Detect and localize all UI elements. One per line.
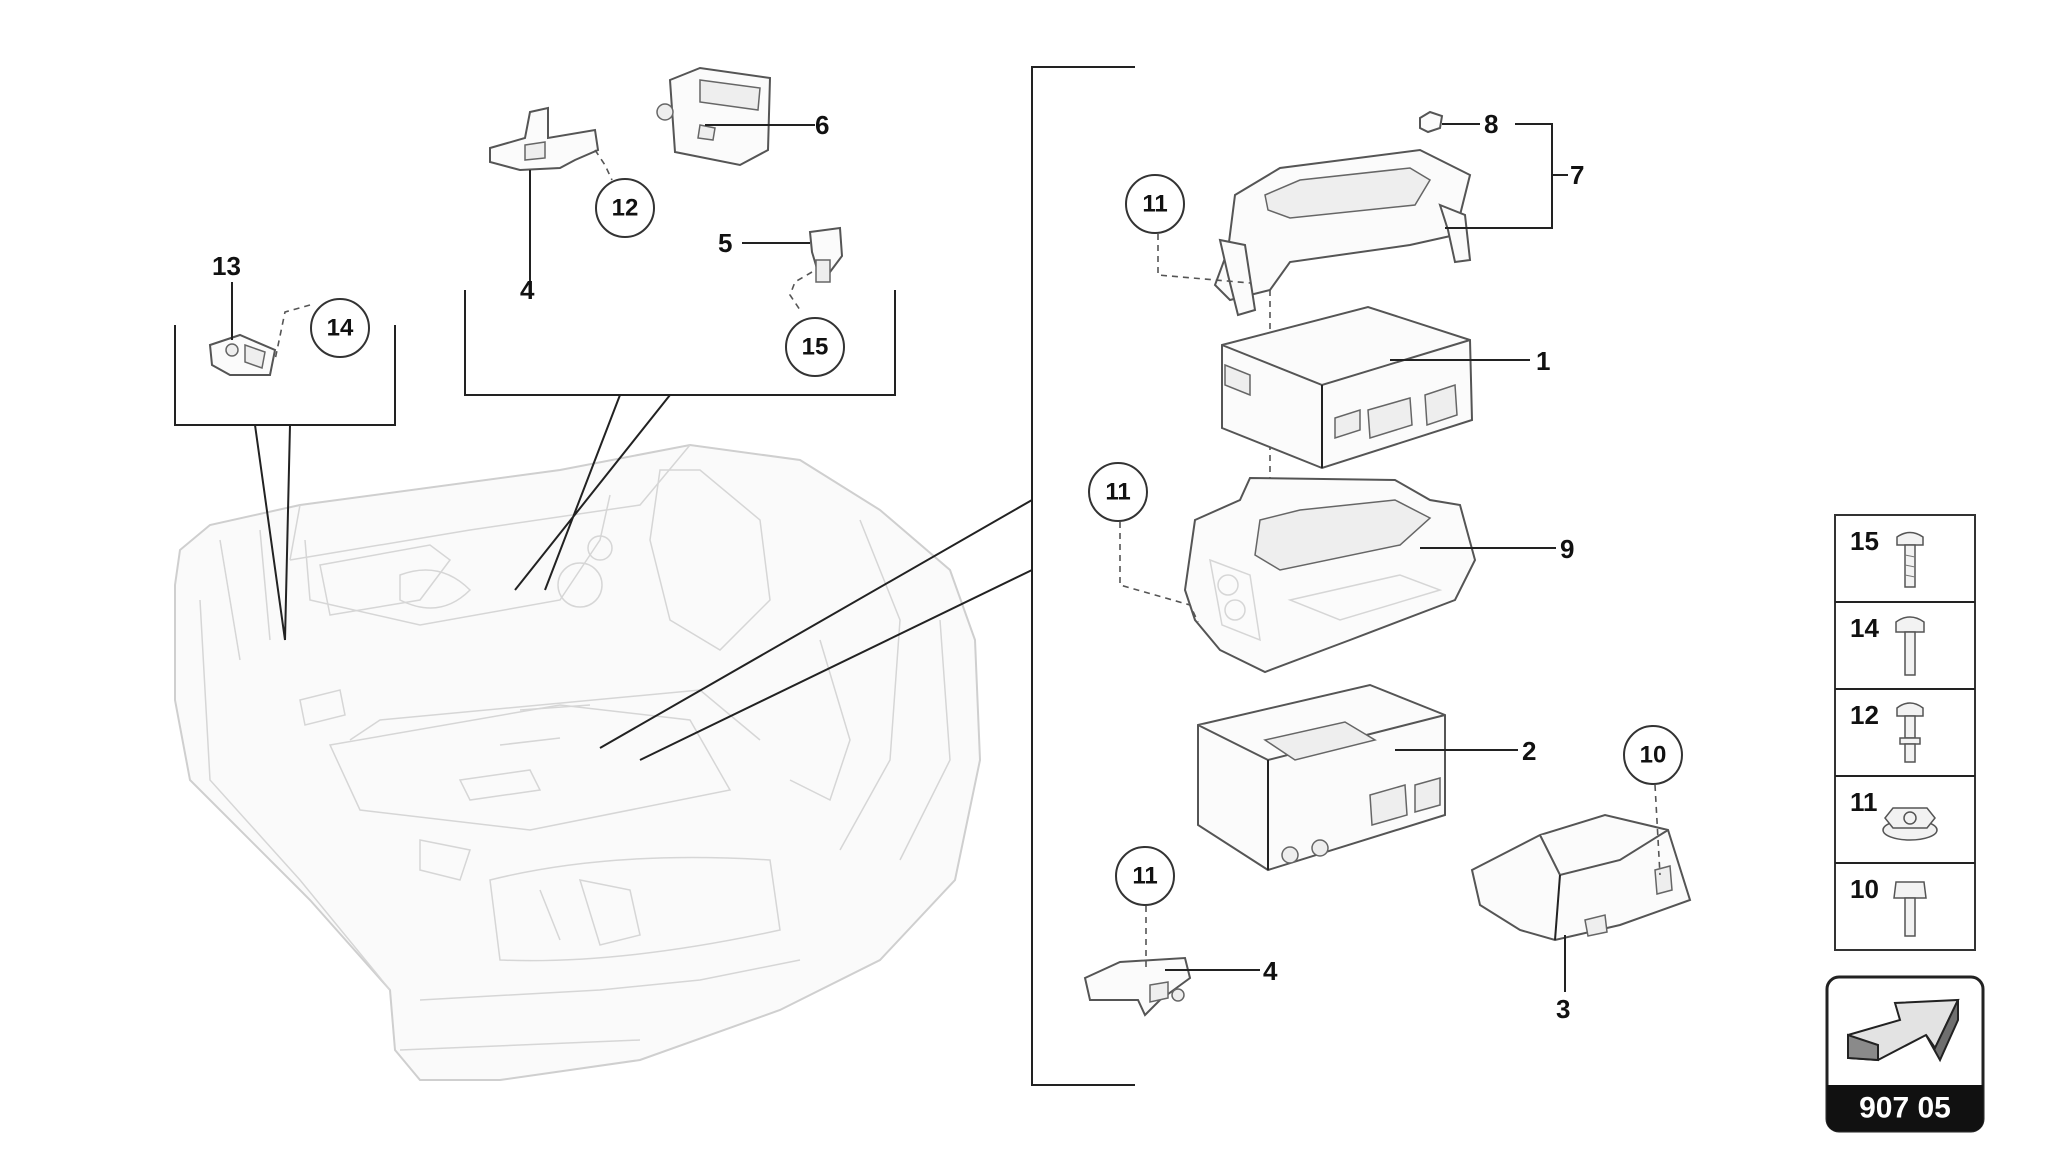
- svg-text:14: 14: [327, 315, 354, 342]
- svg-text:11: 11: [1132, 863, 1157, 890]
- nut-11-icon: [1882, 807, 1938, 841]
- svg-text:11: 11: [1850, 787, 1878, 817]
- part-7-cover: 8 7 11: [1125, 109, 1584, 620]
- svg-text:11: 11: [1105, 479, 1130, 506]
- screw-14-icon: [1895, 616, 1925, 676]
- page-number: 907 05: [1859, 1092, 1951, 1125]
- legend-row-11: 11: [1850, 787, 1938, 841]
- part-9-carrier: 9 11: [1088, 462, 1574, 674]
- callout-box-4-5-6: 4 12 6 5 15: [464, 66, 896, 591]
- label-4b: 4: [1263, 956, 1278, 986]
- part-2-unit: 2: [1197, 683, 1536, 872]
- svg-text:15: 15: [802, 334, 829, 361]
- part-4-bracket-lower: 4 11: [1083, 846, 1278, 1017]
- svg-text:11: 11: [1142, 191, 1167, 218]
- callout-circle-11c: 11: [1115, 846, 1175, 906]
- callout-circle-11a: 11: [1125, 174, 1185, 234]
- callout-circle-11b: 11: [1088, 462, 1148, 522]
- svg-text:14: 14: [1850, 613, 1879, 643]
- svg-text:10: 10: [1850, 874, 1879, 904]
- label-7: 7: [1570, 160, 1584, 190]
- callout-circle-10: 10: [1623, 725, 1683, 785]
- callout-circle-12: 12: [595, 178, 655, 238]
- hardware-legend: 15 14 12 11: [1834, 514, 1976, 951]
- label-2: 2: [1522, 736, 1536, 766]
- svg-text:12: 12: [612, 195, 639, 222]
- legend-row-15: 15: [1850, 526, 1924, 588]
- callout-circle-15: 15: [785, 317, 845, 377]
- callout-box-13: 13 14: [174, 251, 396, 641]
- part-3-module: 3 10: [1470, 725, 1692, 1024]
- label-9: 9: [1560, 534, 1574, 564]
- car-front-body: [174, 443, 982, 1081]
- label-3: 3: [1556, 994, 1570, 1024]
- legend-row-14: 14: [1850, 613, 1925, 676]
- svg-text:15: 15: [1850, 526, 1879, 556]
- screw-10-icon: [1893, 881, 1927, 937]
- svg-text:12: 12: [1850, 700, 1879, 730]
- legend-row-12: 12: [1850, 700, 1924, 763]
- screw-12-icon: [1896, 702, 1924, 763]
- right-group-bracket: [599, 66, 1135, 1086]
- arrow-icon: [1847, 998, 1960, 1063]
- label-8: 8: [1484, 109, 1498, 139]
- legend-row-10: 10: [1850, 874, 1927, 937]
- svg-text:10: 10: [1640, 742, 1667, 769]
- callout-circle-14: 14: [310, 298, 370, 358]
- label-5: 5: [718, 228, 732, 258]
- page-reference-block: 907 05: [1825, 975, 1985, 1133]
- label-4a: 4: [520, 275, 535, 305]
- label-6: 6: [815, 110, 829, 140]
- part-1-control-unit: 1: [1221, 305, 1550, 470]
- label-1: 1: [1536, 346, 1550, 376]
- screw-15-icon: [1896, 531, 1924, 588]
- label-13: 13: [212, 251, 241, 281]
